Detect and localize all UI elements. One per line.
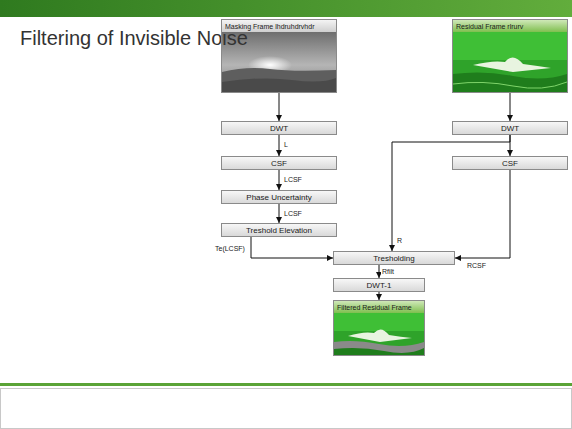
signal-label: RCSF — [466, 261, 487, 270]
box-label: DWT-1 — [367, 281, 392, 290]
process-box: Phase Uncertainty — [221, 190, 337, 204]
frame-title: Masking Frame lhdruhdrvhdr — [225, 23, 314, 30]
flow-arrow — [392, 135, 510, 251]
frame-header: Filtered Residual Frame — [334, 301, 424, 313]
box-label: DWT — [501, 124, 519, 133]
box-label: Tresholding — [373, 254, 415, 263]
frame-title: Filtered Residual Frame — [337, 304, 412, 311]
process-box: DWT — [452, 121, 568, 135]
flow-arrow — [279, 170, 280, 190]
frame-title: Residual Frame rlrurv — [456, 23, 523, 30]
signal-label: Te(LCSF) — [214, 244, 246, 253]
process-box: Tresholding — [333, 251, 455, 265]
image-frame: Filtered Residual Frame — [333, 300, 425, 356]
flow-arrow — [279, 93, 280, 121]
residual-frame-picture — [453, 32, 567, 92]
box-label: CSF — [271, 159, 287, 168]
process-box: CSF — [452, 156, 568, 170]
signal-label: Rfilt — [381, 267, 395, 276]
flow-arrow — [510, 93, 511, 121]
flow-arrow — [251, 237, 333, 258]
process-box: CSF — [221, 156, 337, 170]
box-label: Phase Uncertainty — [246, 193, 311, 202]
slide-title: Filtering of Invisible Noise — [20, 27, 248, 50]
signal-label: L — [283, 140, 289, 149]
box-label: Treshold Elevation — [246, 226, 312, 235]
filtered-frame-picture — [334, 312, 424, 355]
signal-label: LCSF — [283, 175, 303, 184]
signal-label: LCSF — [283, 209, 303, 218]
flow-arrow — [379, 265, 380, 278]
process-box: DWT — [221, 121, 337, 135]
flow-arrow — [455, 170, 510, 258]
signal-label: R — [396, 236, 403, 245]
box-label: DWT — [270, 124, 288, 133]
frame-header: Residual Frame rlrurv — [453, 20, 567, 32]
process-box: Treshold Elevation — [221, 223, 337, 237]
image-frame: Residual Frame rlrurv — [452, 19, 568, 93]
image-frame: Masking Frame lhdruhdrvhdr — [221, 19, 337, 93]
flow-arrow — [379, 292, 380, 300]
flow-arrow — [279, 204, 280, 223]
flow-arrow — [279, 135, 280, 156]
process-box: DWT-1 — [333, 278, 425, 292]
box-label: CSF — [502, 159, 518, 168]
frame-header: Masking Frame lhdruhdrvhdr — [222, 20, 336, 32]
